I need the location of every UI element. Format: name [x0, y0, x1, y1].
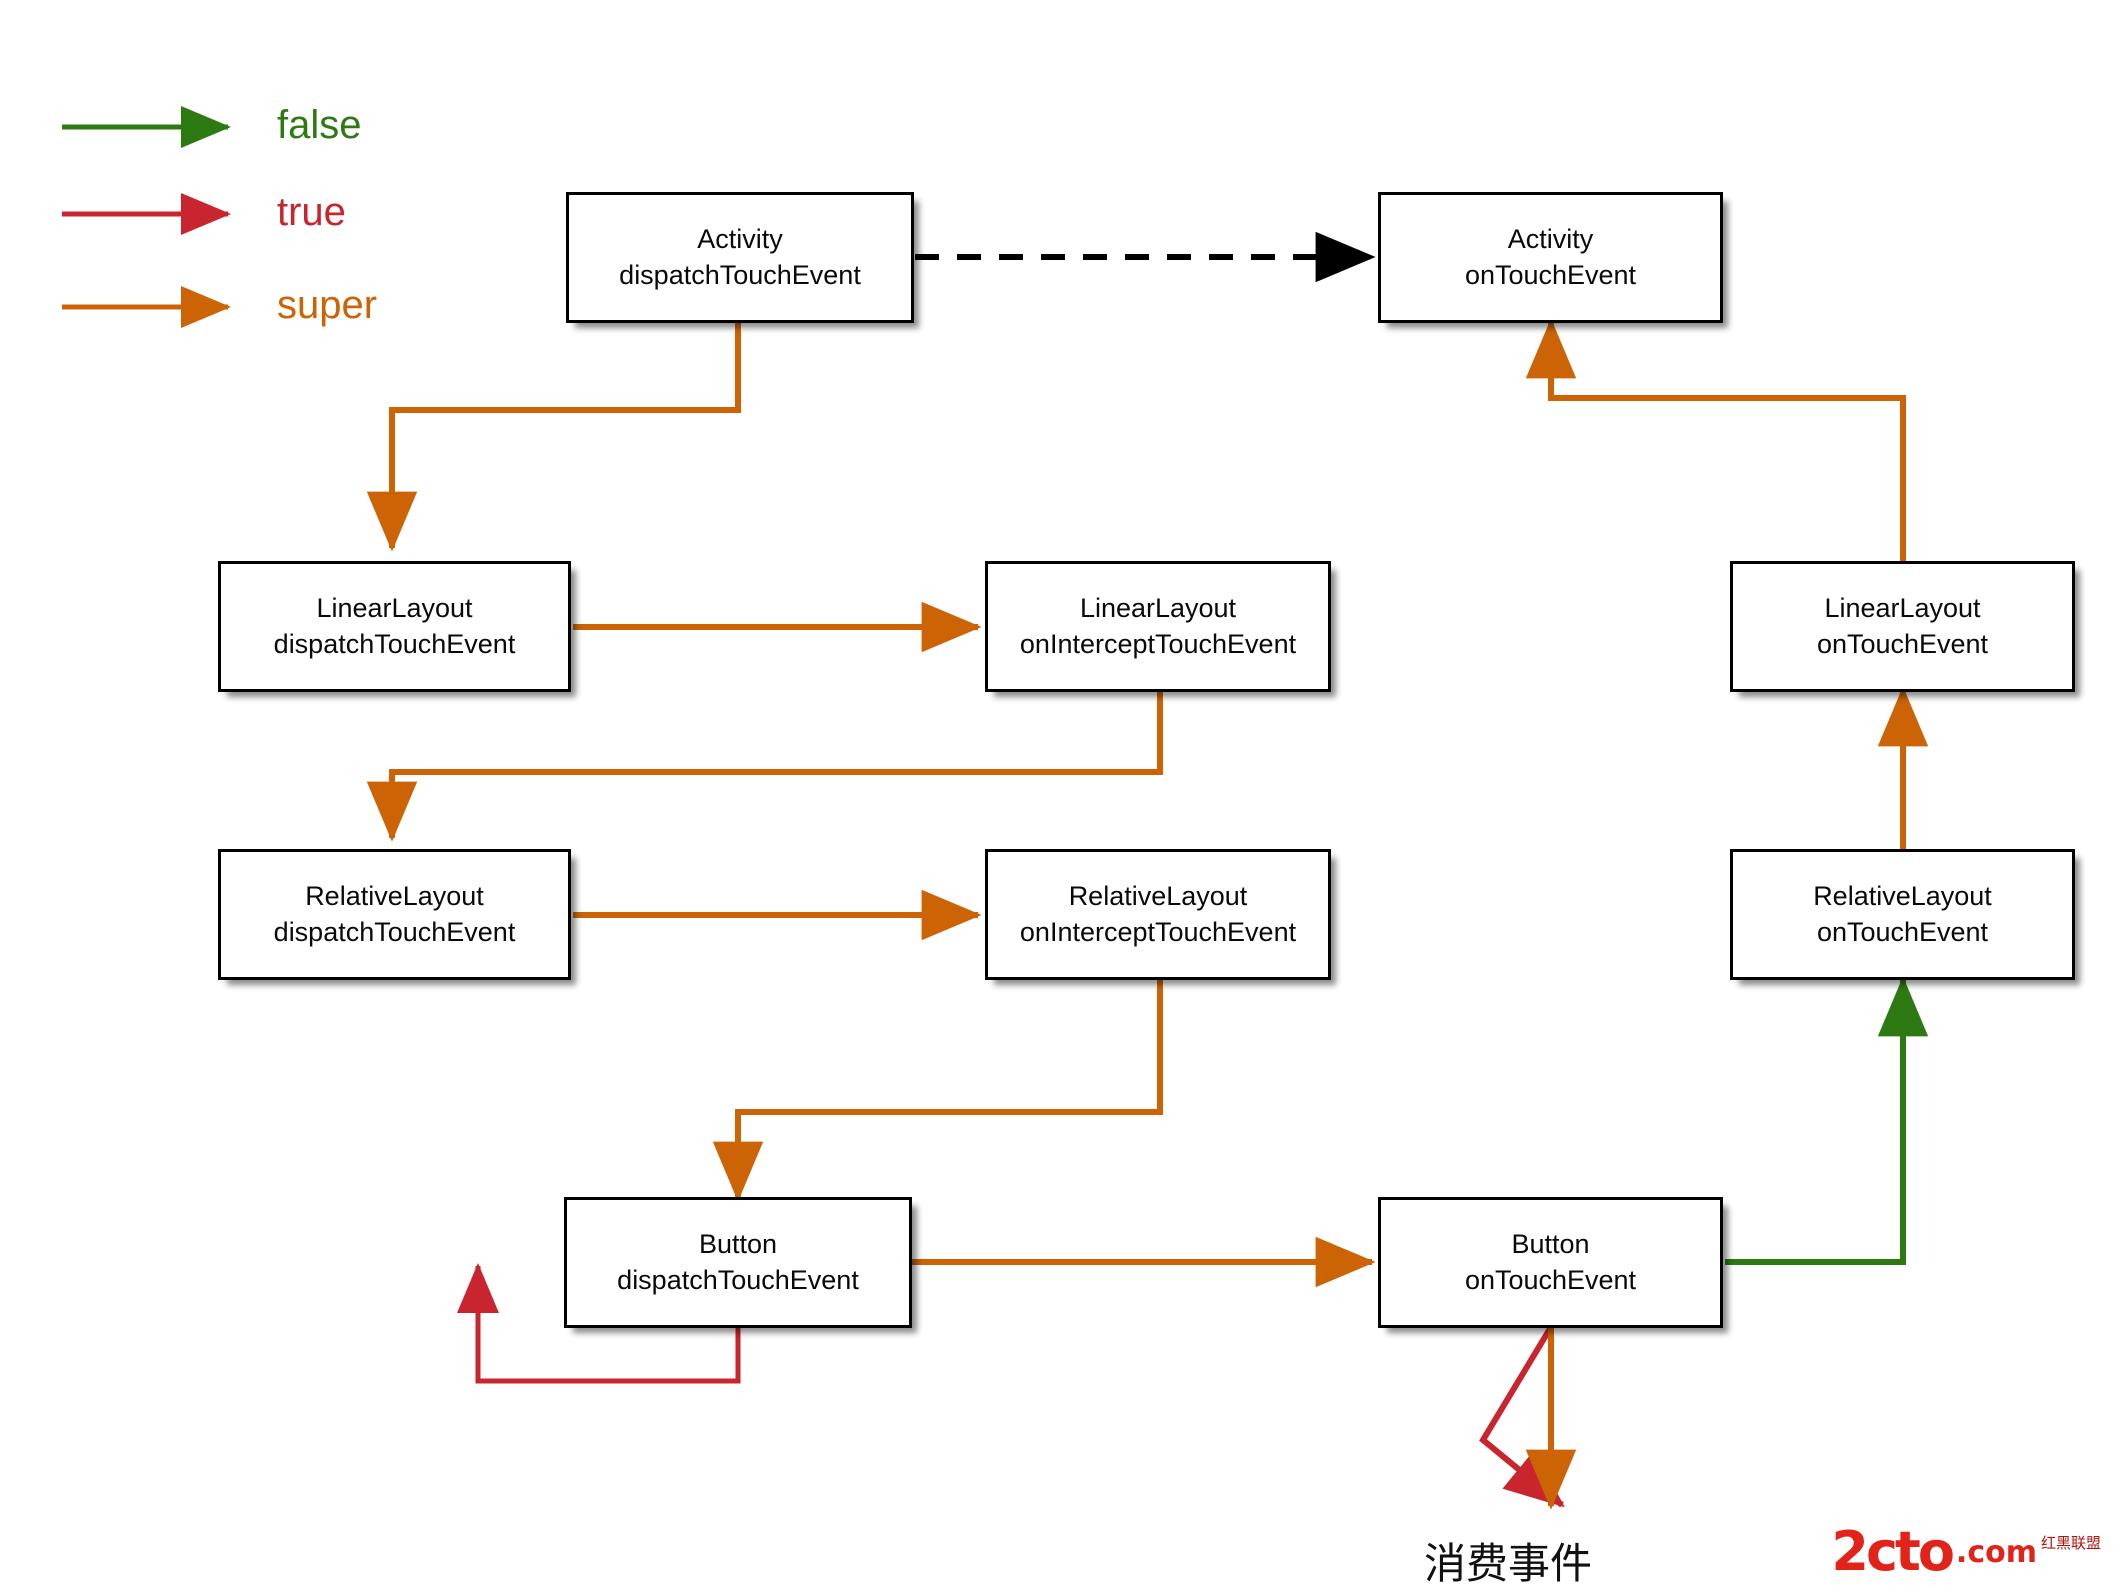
node-relative-dispatch-line1: RelativeLayout — [305, 880, 484, 911]
watermark-domain: .com — [1955, 1535, 2037, 1570]
node-button-ontouch[interactable]: Button onTouchEvent — [1378, 1197, 1723, 1328]
edge-button-dispatch-self-loop — [457, 1262, 741, 1384]
node-activity-dispatch-line2: dispatchTouchEvent — [619, 259, 861, 290]
node-relative-intercept-line1: RelativeLayout — [1068, 880, 1248, 911]
node-linear-intercept-line1: LinearLayout — [1079, 592, 1237, 623]
node-linear-intercept[interactable]: LinearLayout onInterceptTouchEvent — [985, 561, 1331, 692]
consume-event-label: 消费事件 — [1424, 1539, 1593, 1588]
edge-activity-dispatch-to-linear-dispatch — [366, 322, 741, 552]
edge-relative-intercept-to-button-dispatch — [712, 975, 1163, 1202]
node-relative-dispatch[interactable]: RelativeLayout dispatchTouchEvent — [218, 849, 571, 980]
edge-linear-intercept-to-relative-dispatch — [366, 688, 1163, 842]
legend-label-super: super — [277, 283, 378, 327]
edge-button-ontouch-to-relative-ontouch — [1725, 976, 1929, 1265]
node-linear-ontouch[interactable]: LinearLayout onTouchEvent — [1730, 561, 2075, 692]
node-button-ontouch-line2: onTouchEvent — [1464, 1264, 1637, 1295]
node-relative-ontouch-line2: onTouchEvent — [1816, 916, 1989, 947]
node-linear-dispatch[interactable]: LinearLayout dispatchTouchEvent — [218, 561, 571, 692]
node-activity-ontouch-line1: Activity — [1507, 223, 1594, 254]
node-activity-dispatch-line1: Activity — [697, 223, 783, 254]
watermark-brand: 2cto — [1831, 1520, 1954, 1584]
legend-label-true: true — [277, 190, 346, 234]
node-relative-intercept-line2: onInterceptTouchEvent — [1019, 916, 1297, 947]
node-linear-ontouch-line2: onTouchEvent — [1816, 628, 1989, 659]
node-linear-intercept-line2: onInterceptTouchEvent — [1019, 628, 1297, 659]
node-button-dispatch[interactable]: Button dispatchTouchEvent — [564, 1197, 912, 1328]
node-activity-ontouch-line2: onTouchEvent — [1464, 259, 1637, 290]
node-relative-intercept[interactable]: RelativeLayout onInterceptTouchEvent — [985, 849, 1331, 980]
legend-label-false: false — [277, 103, 362, 147]
node-relative-ontouch[interactable]: RelativeLayout onTouchEvent — [1730, 849, 2075, 980]
node-button-dispatch-line1: Button — [698, 1228, 778, 1259]
node-button-dispatch-line2: dispatchTouchEvent — [617, 1264, 859, 1295]
node-linear-dispatch-line1: LinearLayout — [316, 592, 473, 623]
node-linear-dispatch-line2: dispatchTouchEvent — [273, 628, 516, 659]
node-linear-ontouch-line1: LinearLayout — [1824, 592, 1981, 623]
node-activity-ontouch[interactable]: Activity onTouchEvent — [1378, 192, 1723, 323]
node-relative-ontouch-line1: RelativeLayout — [1813, 880, 1992, 911]
node-activity-dispatch[interactable]: Activity dispatchTouchEvent — [566, 192, 914, 323]
node-button-ontouch-line1: Button — [1511, 1228, 1590, 1259]
edge-linear-ontouch-to-activity-ontouch — [1525, 318, 1906, 565]
watermark: 2cto .com 红黑联盟 — [1831, 1520, 2101, 1584]
watermark-cn-text: 红黑联盟 — [2040, 1534, 2101, 1552]
node-relative-dispatch-line2: dispatchTouchEvent — [273, 916, 516, 947]
